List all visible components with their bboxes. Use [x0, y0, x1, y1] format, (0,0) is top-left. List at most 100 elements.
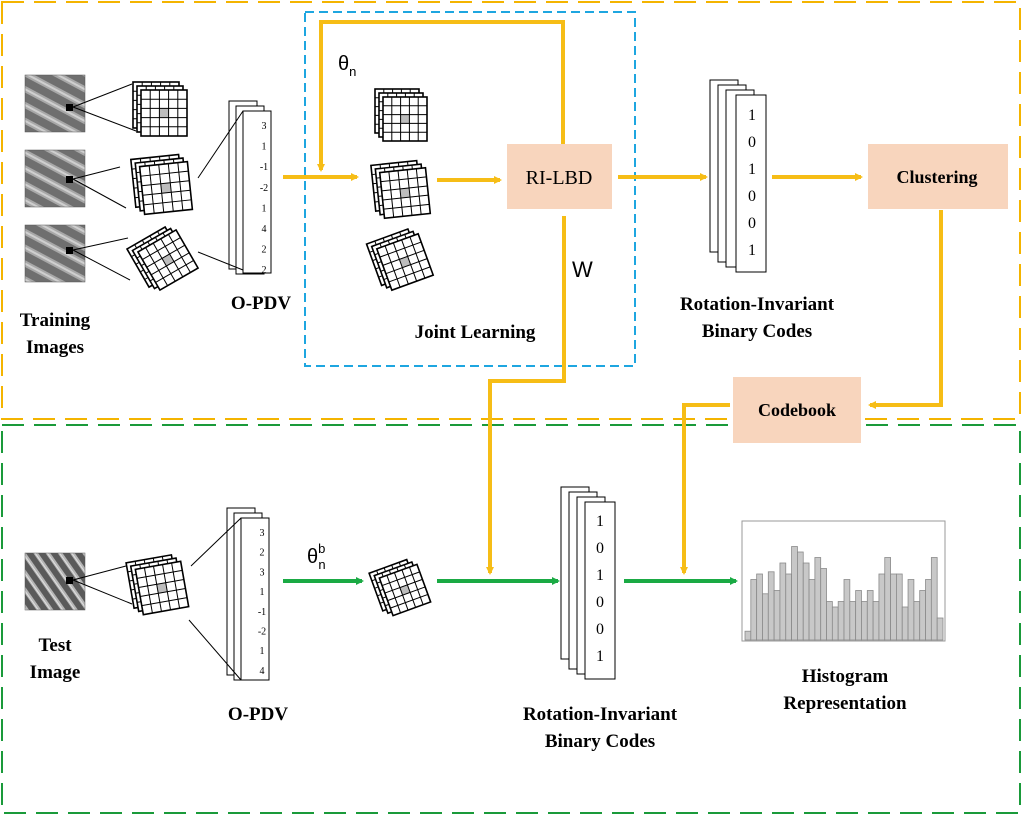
feedback-theta-arrow [317, 20, 565, 172]
vector-value: 0 [596, 621, 604, 638]
joint-learning-border [304, 11, 636, 367]
joint-learning-label: Joint Learning [415, 322, 536, 343]
vector-value: 1 [748, 161, 756, 178]
o-pdv-top-values: 3 1 -1 -2 1 4 2 2 [260, 121, 268, 276]
patch-grid-stack [125, 553, 190, 616]
joint-grids [365, 88, 435, 617]
vector-value: 2 [262, 265, 267, 276]
vector-value: 3 [262, 121, 267, 132]
histogram-bars [744, 546, 944, 641]
histogram-bar [925, 579, 932, 641]
vector-value: 1 [748, 242, 756, 259]
test-image-label-1: Test [38, 635, 72, 656]
test-image [24, 552, 133, 611]
o-pdv-top-label: O-PDV [231, 293, 291, 314]
histogram-bar [831, 606, 839, 641]
histogram-bar [826, 601, 833, 641]
histogram-bar [901, 606, 909, 641]
vector-value: 1 [596, 648, 604, 665]
vector-value: 1 [748, 107, 756, 124]
vector-value: -1 [260, 162, 268, 173]
histogram-bar [919, 590, 926, 641]
histogram-bar [767, 571, 775, 641]
patch-grid-stack [132, 81, 188, 137]
vector-value: 1 [262, 203, 267, 214]
training-image-3 [24, 224, 131, 283]
histogram-bar [930, 557, 938, 641]
vector-value: 0 [748, 188, 756, 205]
histogram-bar [896, 573, 903, 641]
vector-value: -2 [258, 627, 266, 638]
training-images-label-2: Images [26, 337, 84, 358]
training-image-2 [24, 149, 127, 209]
vector-value: 4 [262, 224, 267, 235]
histogram-bar [855, 590, 862, 641]
patch-grid-stack [370, 159, 432, 220]
histogram-bar [849, 601, 857, 641]
vector-value: 1 [596, 567, 604, 584]
histogram-bar [762, 593, 769, 641]
clustering-to-codebook-arrow [868, 210, 943, 409]
clustering-box [868, 144, 1008, 209]
ri-binary-top-label-2: Binary Codes [702, 321, 812, 342]
w-label: W [572, 257, 593, 282]
histogram-bar [936, 617, 944, 641]
histogram-bar [878, 573, 886, 641]
patch-grid-stack [129, 153, 194, 216]
vector-value: -2 [260, 183, 268, 194]
theta-top-symbol: θn [338, 53, 356, 79]
histogram-bar [907, 579, 915, 641]
histogram-bar [750, 579, 758, 641]
binary-codes-top [709, 79, 767, 273]
histogram-bar [785, 573, 792, 641]
ri-binary-top-label-1: Rotation-Invariant [680, 294, 835, 315]
histogram-bar [843, 579, 851, 641]
vector-value: 0 [748, 215, 756, 232]
clustering-label: Clustering [897, 167, 978, 187]
o-pdv-bottom-label: O-PDV [228, 704, 288, 725]
histogram-bar [756, 573, 763, 641]
histogram-bar [802, 562, 810, 641]
vector-value: 2 [262, 245, 267, 256]
vector-value: -1 [258, 607, 266, 618]
training-images-label-1: Training [20, 310, 91, 331]
test-grids [125, 553, 190, 616]
vector-value: 0 [596, 540, 604, 557]
vector-value: 4 [260, 666, 265, 677]
training-region-border [1, 1, 1021, 420]
codebook-to-histogram-arrow [680, 403, 730, 575]
patch-grid-stack [365, 227, 435, 292]
histogram-bar [890, 573, 897, 641]
vector-value: 3 [260, 567, 265, 578]
histogram-bar [820, 568, 827, 641]
o-pdv-bottom-vector [188, 507, 270, 681]
patch-grid-stack [368, 558, 432, 617]
o-pdv-top-vector [197, 100, 272, 275]
histogram-bar [744, 630, 752, 641]
histogram-label-1: Histogram [802, 666, 889, 687]
training-image-1 [24, 74, 137, 133]
histogram-bar [866, 590, 874, 641]
histogram-bar [797, 551, 804, 641]
histogram-bar [814, 557, 822, 641]
histogram-bar [872, 601, 880, 641]
test-image-label-2: Image [30, 662, 81, 683]
vector-value: 1 [596, 513, 604, 530]
histogram-bar [808, 579, 816, 641]
training-grids [125, 81, 200, 292]
vector-value: 1 [262, 142, 267, 153]
histogram-bar [913, 601, 921, 641]
histogram-bar [791, 546, 798, 641]
ri-lbd-box [507, 144, 612, 209]
vector-value: 1 [260, 646, 265, 657]
histogram-bar [861, 601, 868, 641]
histogram-bar [837, 601, 845, 641]
ri-binary-bottom-label-2: Binary Codes [545, 731, 655, 752]
histogram-label-2: Representation [783, 693, 907, 714]
ri-binary-bottom-label-1: Rotation-Invariant [523, 704, 678, 725]
histogram-bar [779, 562, 787, 641]
